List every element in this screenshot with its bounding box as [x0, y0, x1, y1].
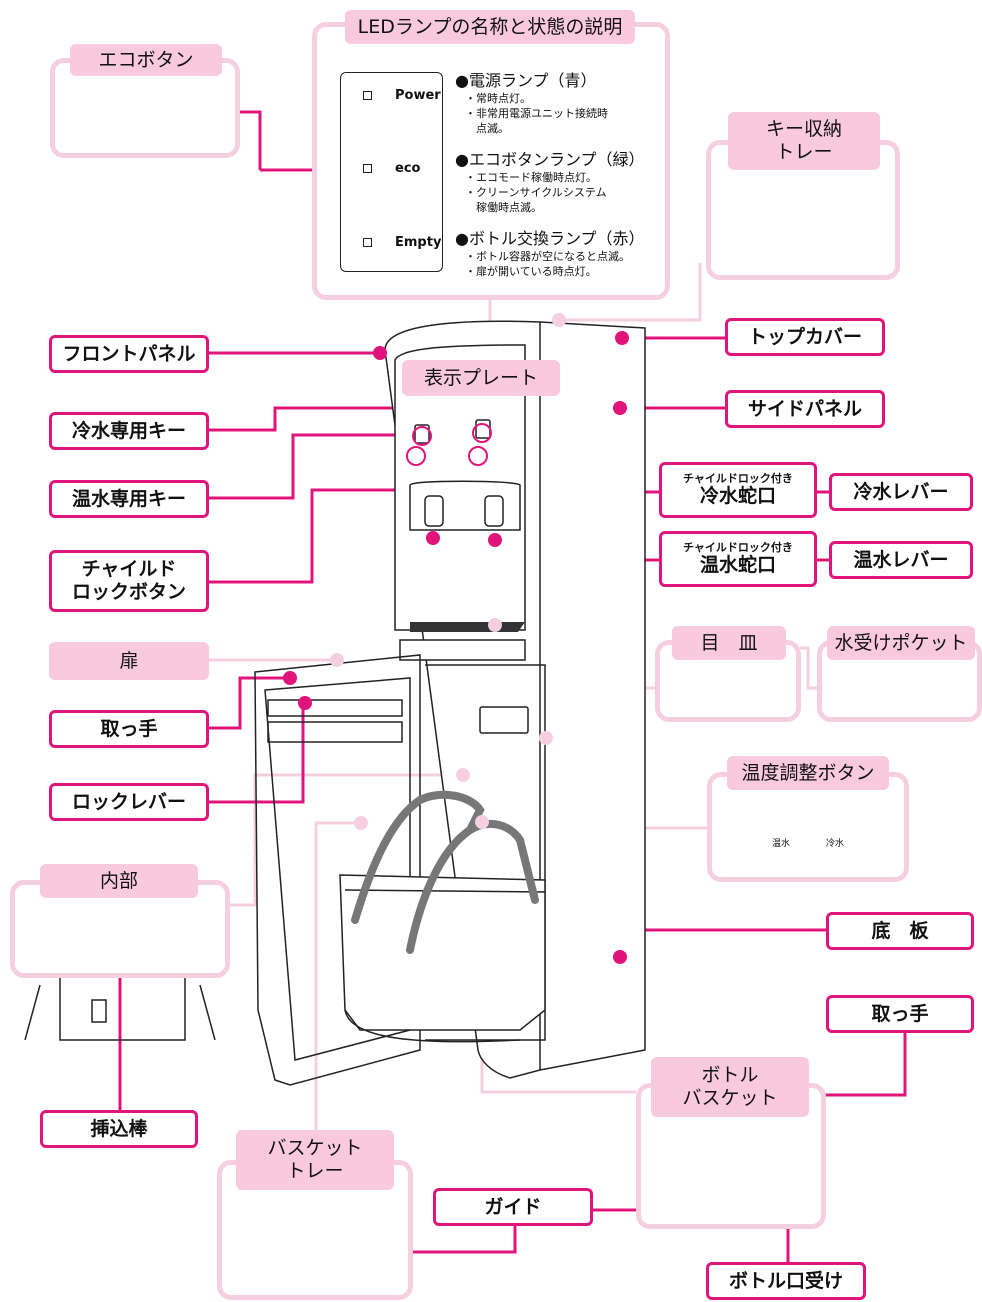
- key-tray-title: キー収納トレー: [728, 112, 880, 170]
- label-cold-key: 冷水専用キー: [49, 412, 209, 450]
- led-empty-label: Empty: [395, 235, 442, 250]
- basket-tray-title: バスケットトレー: [236, 1130, 394, 1190]
- empty-led: [363, 238, 372, 247]
- label-display-plate: 表示プレート: [402, 360, 560, 396]
- power-lamp-desc: ・常時点灯。・非常用電源ユニット接続時 点滅。: [465, 92, 608, 135]
- label-lock-lever: ロックレバー: [49, 783, 209, 821]
- label-bottom-plate: 底 板: [826, 912, 974, 950]
- bottle-basket-title: ボトルバスケット: [651, 1057, 809, 1117]
- label-door: 扉: [49, 642, 209, 680]
- led-power-label: Power: [395, 88, 441, 103]
- label-hot-faucet: チャイルドロック付き温水蛇口: [659, 531, 817, 587]
- label-hot-lever: 温水レバー: [829, 541, 973, 579]
- label-handle-2: 取っ手: [826, 995, 974, 1033]
- label-top-cover: トップカバー: [725, 318, 885, 356]
- label-bottle-mouth: ボトル口受け: [706, 1262, 866, 1300]
- temp-button-title: 温度調整ボタン: [727, 756, 889, 790]
- label-cold-lever: 冷水レバー: [829, 473, 973, 511]
- label-front-panel: フロントパネル: [49, 335, 209, 373]
- inner-title: 内部: [40, 864, 198, 898]
- eco-lamp-desc: ・エコモード稼働時点灯。・クリーンサイクルシステム 稼働時点滅。: [465, 171, 607, 214]
- led-panel: Power eco Empty: [340, 72, 443, 272]
- label-guide: ガイド: [433, 1188, 593, 1226]
- eco-led: [363, 164, 372, 173]
- label-handle: 取っ手: [49, 710, 209, 748]
- eco-lamp-heading: ●エコボタンランプ（緑）: [455, 150, 645, 169]
- bottle-lamp-heading: ●ボトル交換ランプ（赤）: [455, 229, 645, 248]
- label-hot-key: 温水専用キー: [49, 480, 209, 518]
- grille-title: 目 皿: [672, 626, 786, 660]
- power-lamp-heading: ●電源ランプ（青）: [455, 71, 597, 90]
- eco-button-title: エコボタン: [70, 44, 222, 76]
- bottle-lamp-desc: ・ボトル容器が空になると点滅。・扉が開いている時点灯。: [465, 250, 630, 278]
- label-insert-rod: 挿込棒: [40, 1110, 198, 1148]
- label-side-panel: サイドパネル: [725, 390, 885, 428]
- temp-cold-label: 冷水: [826, 839, 845, 849]
- led-eco-label: eco: [395, 161, 421, 176]
- label-child-lock-button: チャイルドロックボタン: [49, 550, 209, 612]
- led-section-title: LEDランプの名称と状態の説明: [345, 10, 635, 44]
- water-pocket-title: 水受けポケット: [827, 626, 975, 660]
- label-cold-faucet: チャイルドロック付き冷水蛇口: [659, 462, 817, 518]
- temp-hot-label: 温水: [772, 839, 791, 849]
- power-led: [363, 91, 372, 100]
